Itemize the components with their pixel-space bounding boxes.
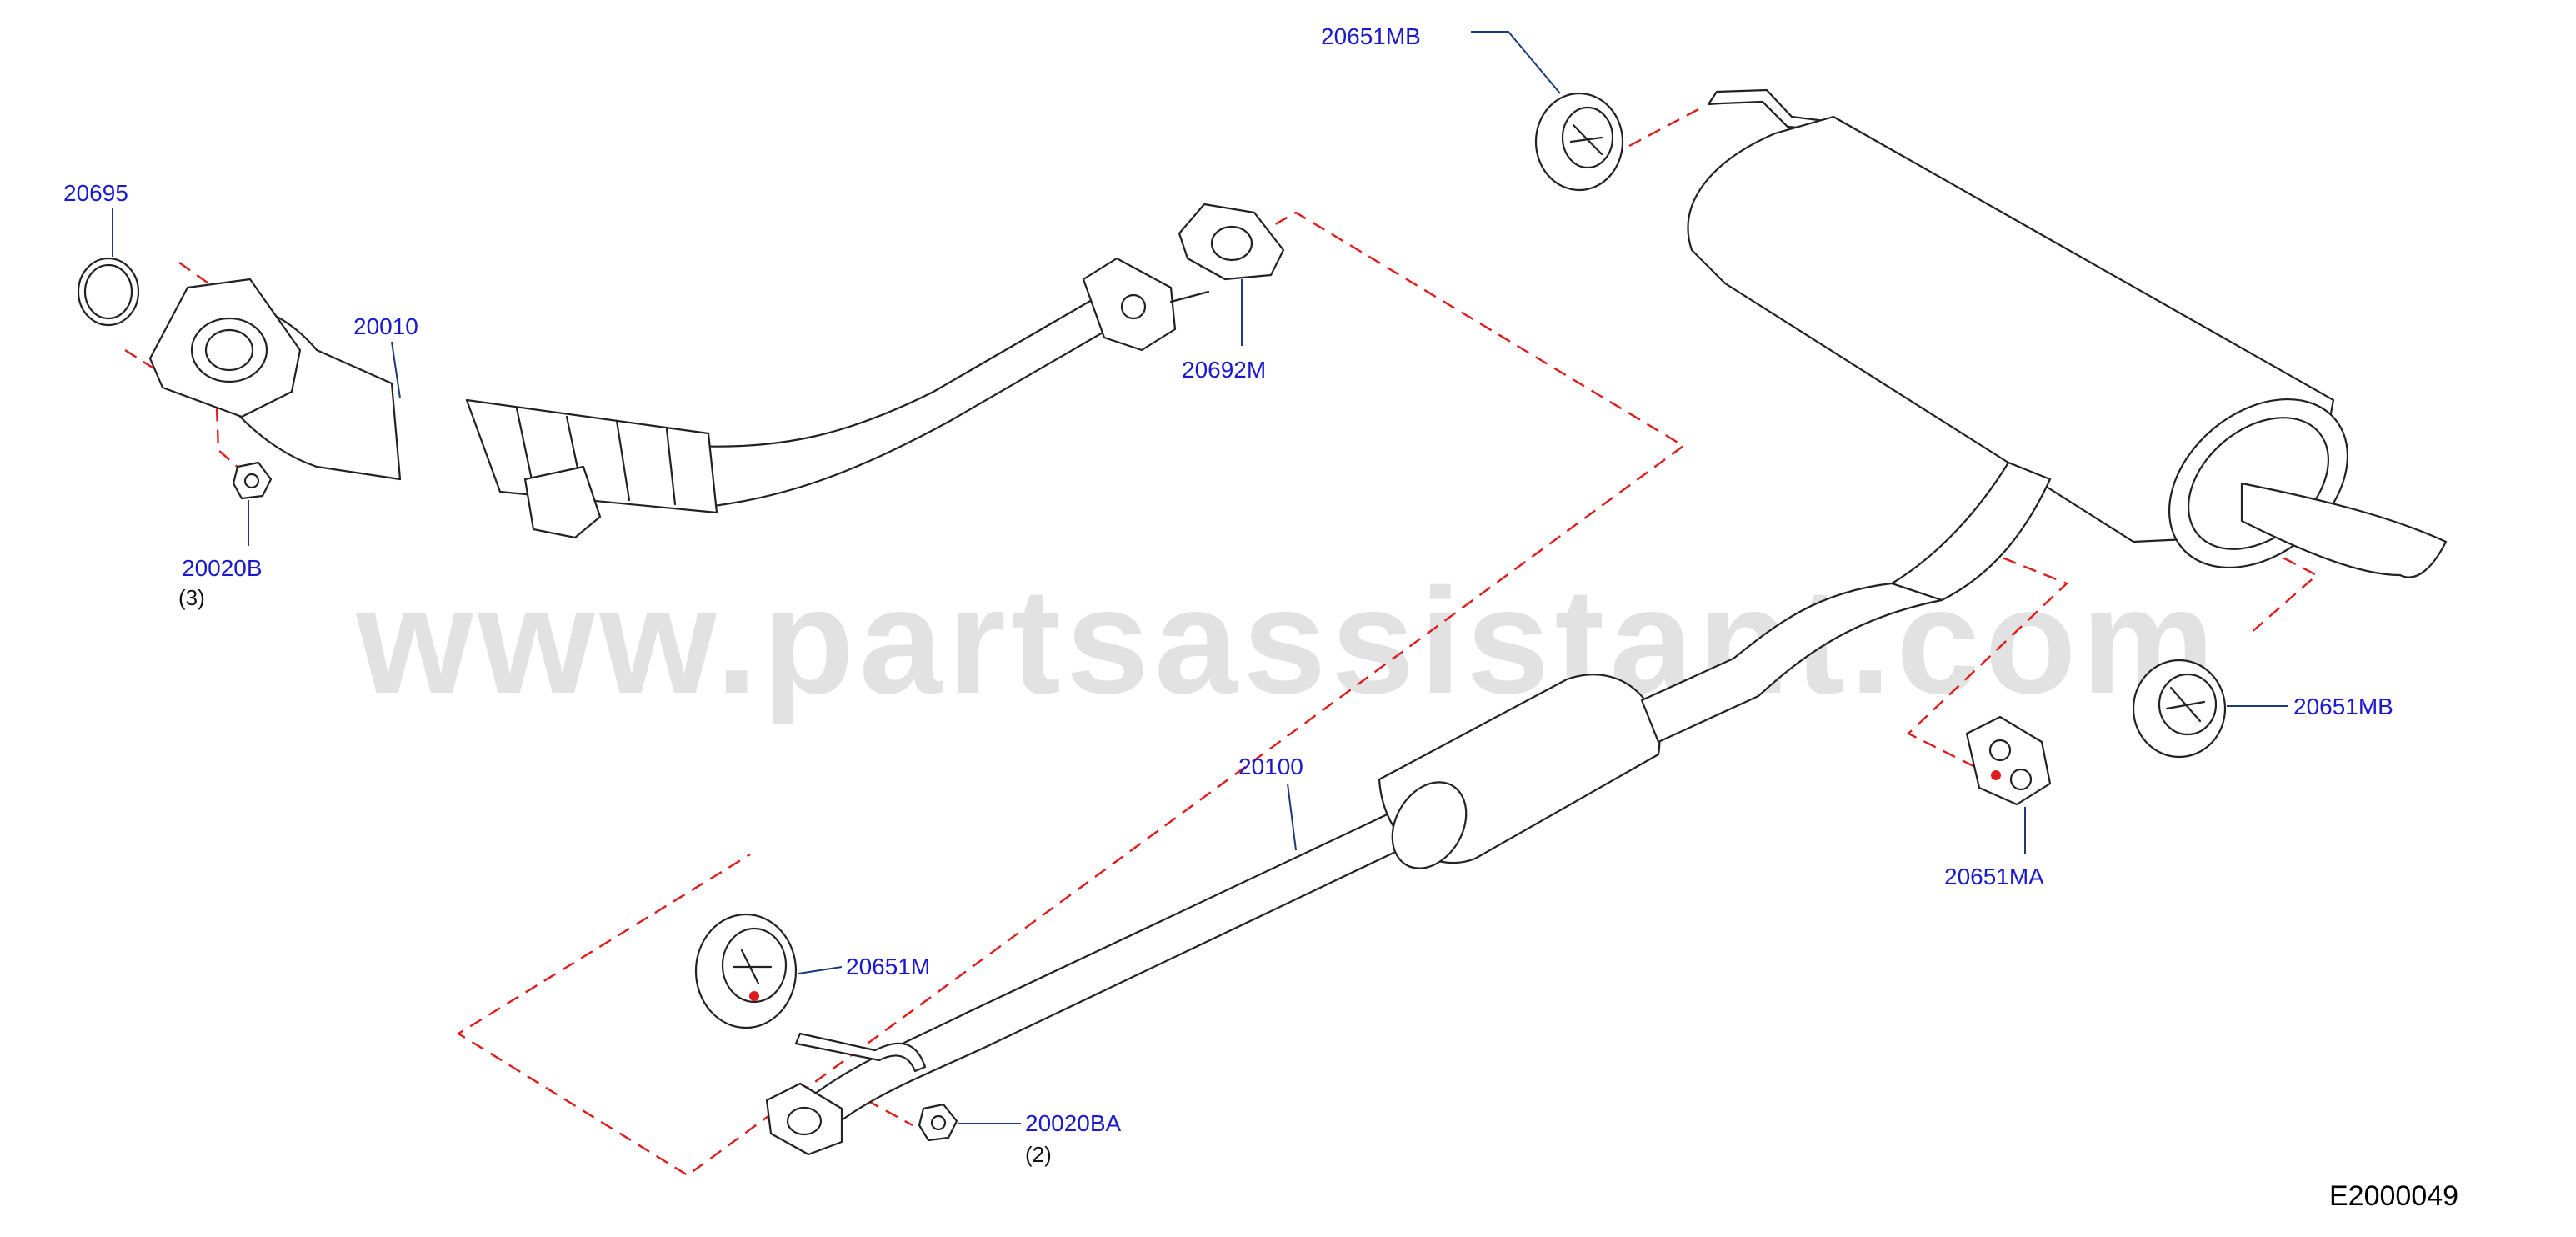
label-center-tube[interactable]: 20100: [1238, 754, 1303, 779]
leader-front-tube: [391, 341, 401, 399]
flange-gasket-part[interactable]: [1178, 203, 1285, 281]
label-mount-rear-right[interactable]: 20651MB: [2293, 694, 2393, 719]
label-front-tube[interactable]: 20010: [353, 313, 418, 339]
front-tube-pipe: [690, 298, 1110, 510]
relation-line-top-mount: [1628, 107, 1701, 148]
quantity-nut-front: (3): [178, 585, 205, 610]
front-tube-bracket: [523, 465, 602, 539]
label-mount-center[interactable]: 20651M: [846, 954, 931, 979]
label-ring-gasket[interactable]: 20695: [63, 180, 128, 206]
center-tube-assembly[interactable]: [765, 582, 1943, 1156]
center-tube-rear-pipe: [1640, 582, 1943, 744]
mount-rear-top-part[interactable]: [1534, 92, 1624, 192]
rear-muffler-assembly[interactable]: [1687, 88, 2448, 602]
label-nut-front[interactable]: 20020B: [182, 555, 263, 581]
label-flange-gasket[interactable]: 20692M: [1182, 357, 1267, 383]
front-tube-stud: [1169, 290, 1210, 303]
leader-center-tube: [1287, 783, 1297, 851]
leader-mount-center: [798, 966, 843, 974]
mount-center-part[interactable]: [694, 913, 798, 1029]
relation-line-front-tube-to-center: [456, 211, 1686, 1177]
diagram-id: E2000049: [2329, 1180, 2459, 1212]
relation-line-ring-to-flange: [178, 262, 209, 284]
rear-muffler-inlet-pipe: [1890, 461, 2052, 602]
ring-gasket-part[interactable]: [77, 257, 140, 327]
leader-lines: [112, 31, 2288, 1124]
leader-mount-rear-top: [1471, 31, 1561, 94]
relation-line-middle-mount: [1906, 548, 2069, 781]
label-mount-rear-top[interactable]: 20651MB: [1321, 23, 1421, 49]
front-tube-assembly[interactable]: [148, 257, 1210, 539]
center-tube-hanger-rod: [794, 1032, 927, 1073]
relation-line-center-nut: [866, 1099, 913, 1127]
rear-muffler-tailpipe: [2240, 482, 2448, 578]
nut-front-part[interactable]: [232, 461, 273, 500]
mount-rear-right-part[interactable]: [2132, 659, 2227, 759]
nut-center-part[interactable]: [918, 1103, 958, 1142]
label-mount-middle[interactable]: 20651MA: [1944, 864, 2044, 889]
label-nut-center[interactable]: 20020BA: [1025, 1110, 1122, 1136]
quantity-nut-center: (2): [1025, 1142, 1052, 1167]
mount-middle-part[interactable]: [1965, 715, 2052, 806]
